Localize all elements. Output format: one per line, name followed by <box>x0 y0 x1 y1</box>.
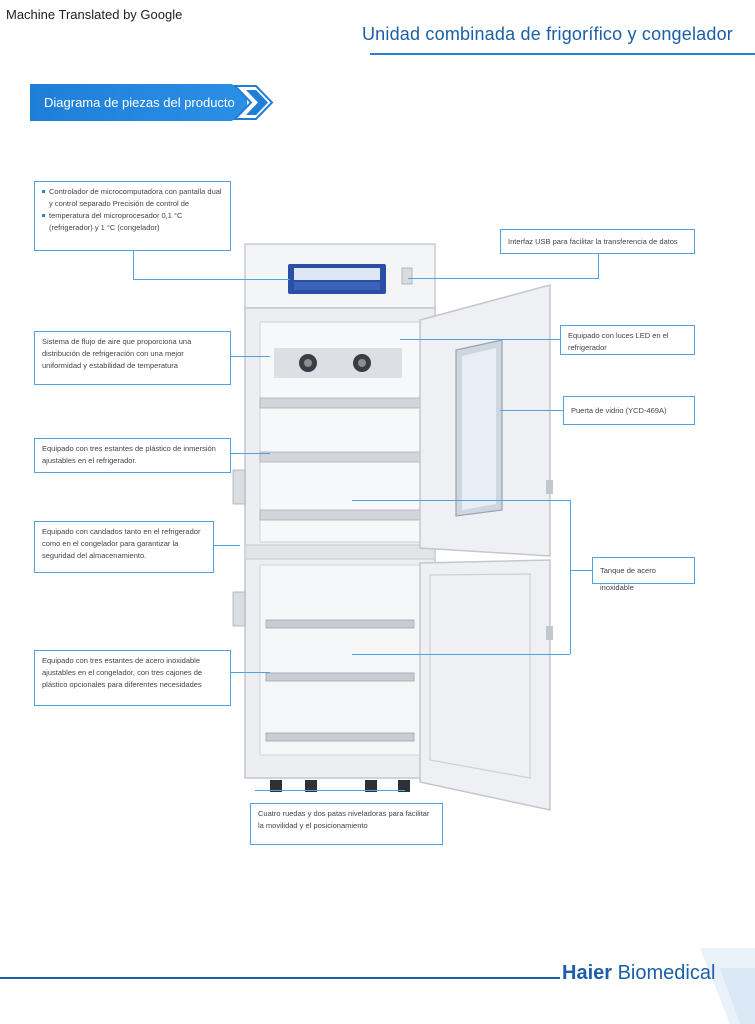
page-title: Unidad combinada de frigorífico y congel… <box>361 24 733 44</box>
connector-line <box>352 654 570 655</box>
callout-casters-text: Cuatro ruedas y dos patas niveladoras pa… <box>258 809 430 830</box>
connector-line <box>400 339 560 340</box>
callout-led: Equipado con luces LED en el refrigerado… <box>560 325 695 355</box>
brand-logo-rest: Biomedical <box>612 962 716 984</box>
connector-line <box>570 500 571 654</box>
connector-line <box>230 453 270 454</box>
callout-casters: Cuatro ruedas y dos patas niveladoras pa… <box>250 803 443 845</box>
chevron-right-icon <box>232 84 276 121</box>
callout-airflow: Sistema de flujo de aire que proporciona… <box>34 331 231 385</box>
machine-translated-label: Machine Translated by Google <box>6 7 183 22</box>
title-underline <box>370 53 755 55</box>
callout-controller-line: temperatura del microprocesador 0,1 °C (… <box>42 210 223 234</box>
connector-line <box>230 356 270 357</box>
brand-mark-graphic <box>700 948 755 1024</box>
callout-plastic-shelves: Equipado con tres estantes de plástico d… <box>34 438 231 473</box>
connector-line <box>230 672 270 673</box>
footer-rule <box>0 977 560 979</box>
connector-line <box>570 570 592 571</box>
connector-line <box>500 410 564 411</box>
callout-steel-shelves: Equipado con tres estantes de acero inox… <box>34 650 231 706</box>
connector-line <box>598 254 599 279</box>
connector-line <box>133 250 134 279</box>
callout-steel-tank: Tanque de acero inoxidable <box>592 557 695 592</box>
section-banner: Diagrama de piezas del producto <box>30 84 247 121</box>
connector-line <box>133 279 290 280</box>
callout-steel-shelves-text: Equipado con tres estantes de acero inox… <box>42 656 203 689</box>
brand-logo: Haier Biomedical <box>562 962 715 985</box>
fridge-freezer-illustration <box>232 243 553 811</box>
connector-line <box>255 790 405 791</box>
connector-line <box>408 278 598 279</box>
callout-controller: Controlador de microcomputadora con pant… <box>34 181 231 251</box>
callout-controller-line: Controlador de microcomputadora con pant… <box>42 186 223 210</box>
connector-line <box>352 500 570 501</box>
brand-logo-bold: Haier <box>562 962 613 984</box>
callout-steel-tank-text: Tanque de acero inoxidable <box>600 566 656 592</box>
connector-line <box>213 545 240 546</box>
callout-plastic-shelves-text: Equipado con tres estantes de plástico d… <box>42 444 216 465</box>
callout-usb-text: Interfaz USB para facilitar la transfere… <box>508 237 678 246</box>
callout-usb: Interfaz USB para facilitar la transfere… <box>500 229 695 254</box>
callout-led-text: Equipado con luces LED en el refrigerado… <box>568 331 669 352</box>
callout-locks-text: Equipado con candados tanto en el refrig… <box>42 527 201 560</box>
callout-glass-door-text: Puerta de vidrio (YCD-469A) <box>571 406 667 415</box>
callout-glass-door: Puerta de vidrio (YCD-469A) <box>563 396 695 425</box>
section-banner-label: Diagrama de piezas del producto <box>44 95 235 110</box>
callout-airflow-text: Sistema de flujo de aire que proporciona… <box>42 337 192 370</box>
callout-locks: Equipado con candados tanto en el refrig… <box>34 521 214 573</box>
